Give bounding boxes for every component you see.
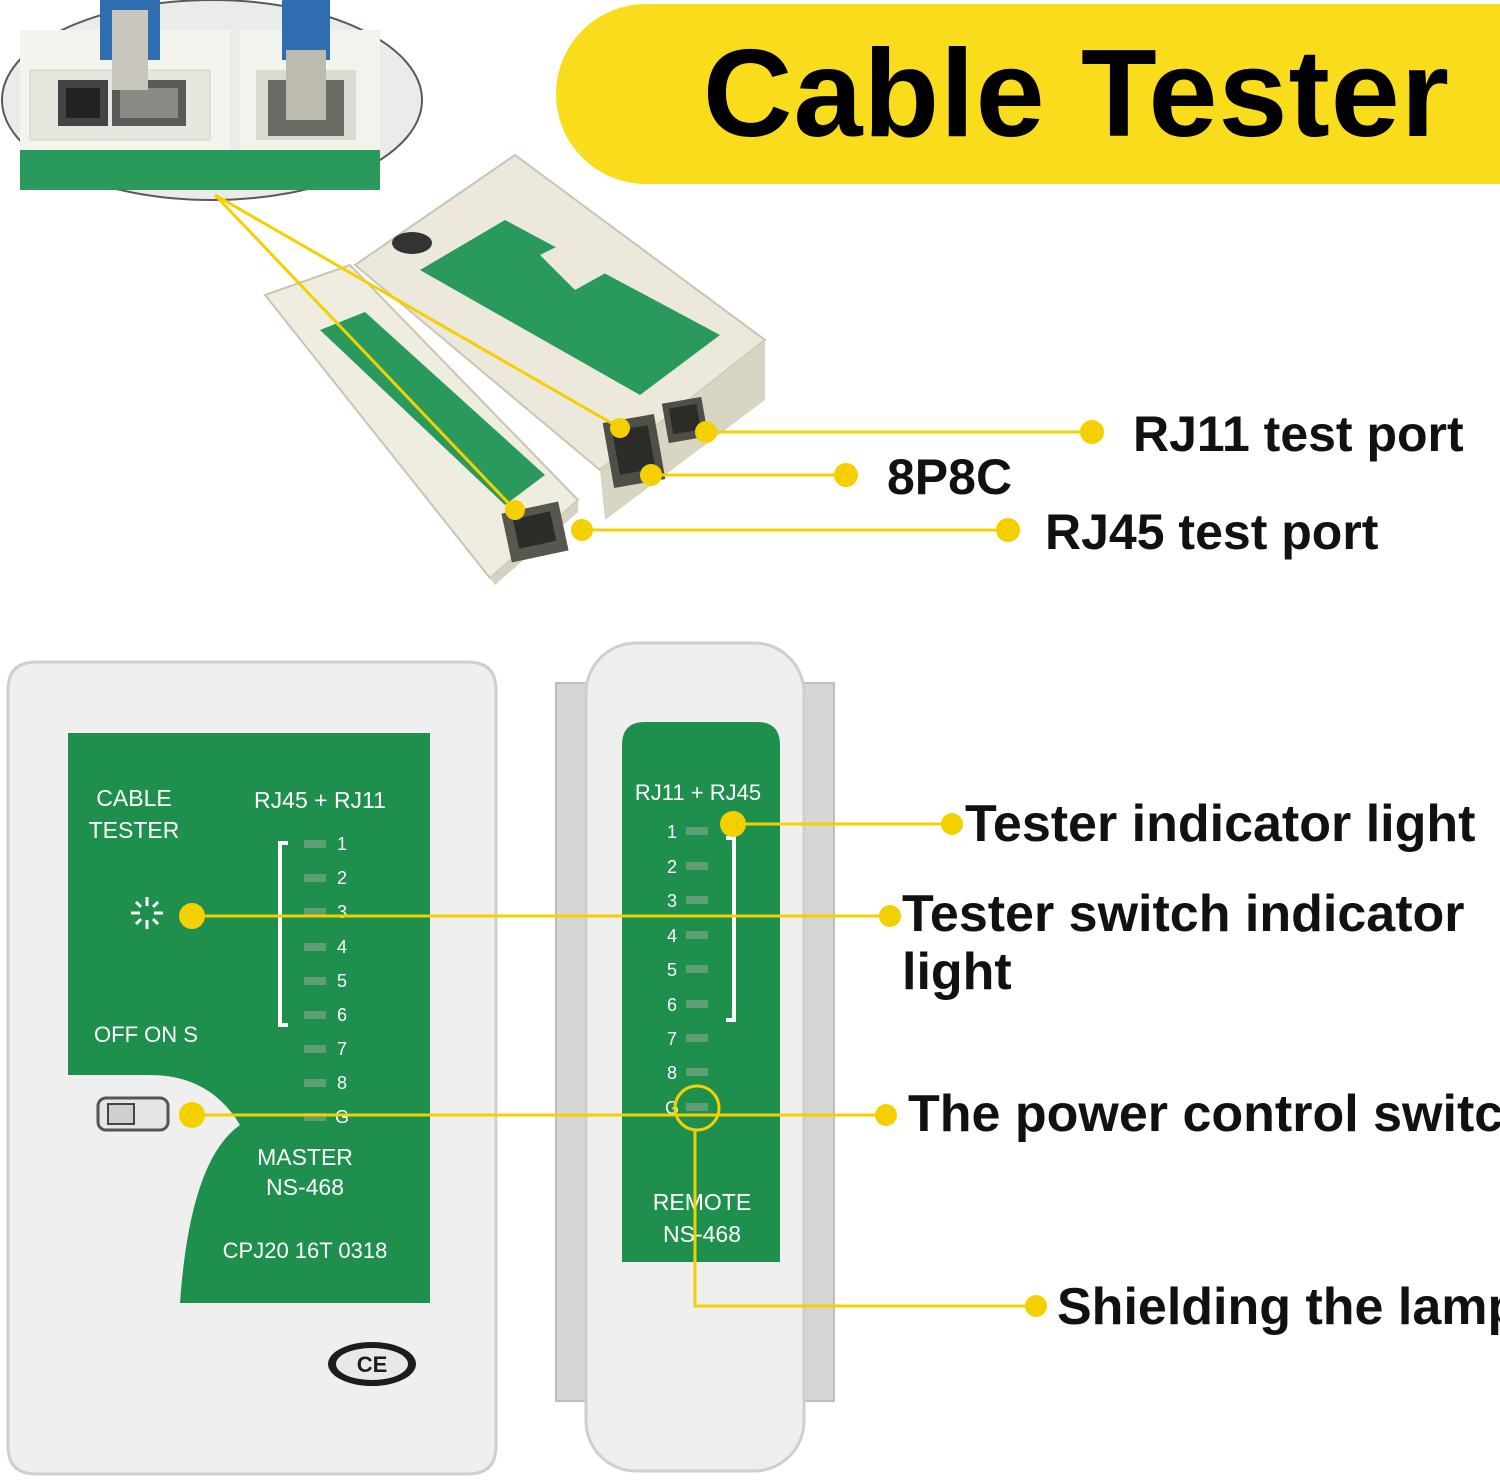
svg-text:1: 1 — [337, 834, 347, 854]
master-label-cable: CABLE — [96, 785, 171, 811]
ce-mark-text: CE — [357, 1352, 388, 1377]
remote-unit — [555, 641, 835, 1473]
port-closeup-inset — [1, 0, 423, 201]
tester-units-photo — [263, 153, 767, 585]
remote-port-label: RJ11 + RJ45 — [635, 780, 761, 805]
callout-shielding-lamp: Shielding the lamp — [1057, 1278, 1500, 1336]
remote-model-line2: NS-468 — [663, 1221, 741, 1247]
master-port-label: RJ45 + RJ11 — [254, 787, 386, 813]
master-unit — [6, 660, 498, 1476]
master-switch-label: OFF ON S — [94, 1022, 198, 1047]
callout-tester-indicator-light: Tester indicator light — [965, 795, 1476, 853]
top-callout-dots — [505, 418, 1104, 542]
svg-text:G: G — [335, 1107, 349, 1127]
svg-text:8: 8 — [667, 1063, 677, 1083]
svg-text:7: 7 — [667, 1029, 677, 1049]
svg-text:5: 5 — [337, 971, 347, 991]
callout-power-control-switch: The power control switch — [908, 1085, 1500, 1143]
page-title: Cable Tester — [702, 25, 1450, 163]
svg-text:4: 4 — [667, 926, 677, 946]
switch-indicator-led-icon — [131, 897, 163, 929]
svg-text:7: 7 — [337, 1039, 347, 1059]
master-label-tester: TESTER — [89, 817, 180, 843]
svg-text:6: 6 — [667, 995, 677, 1015]
callout-tester-switch-indicator-2: light — [902, 943, 1012, 1001]
remote-led-numbers: 1 2 3 4 5 6 7 8 G — [665, 822, 679, 1118]
callout-tester-switch-indicator-1: Tester switch indicator — [902, 885, 1465, 943]
remote-model-line1: REMOTE — [653, 1189, 751, 1215]
svg-text:6: 6 — [337, 1005, 347, 1025]
master-model-line2: NS-468 — [266, 1174, 344, 1200]
svg-text:3: 3 — [667, 891, 677, 911]
top-callout-lines — [213, 193, 1092, 532]
master-led-numbers: 1 2 3 4 5 6 7 8 G — [335, 834, 349, 1127]
svg-text:2: 2 — [337, 868, 347, 888]
callout-rj11-test-port: RJ11 test port — [1133, 406, 1464, 462]
callout-8p8c: 8P8C — [887, 449, 1013, 505]
callout-rj45-test-port: RJ45 test port — [1045, 504, 1379, 560]
svg-text:8: 8 — [337, 1073, 347, 1093]
svg-text:3: 3 — [337, 902, 347, 922]
master-model-line1: MASTER — [257, 1144, 353, 1170]
svg-text:1: 1 — [667, 822, 677, 842]
bottom-callout-lines — [192, 822, 1036, 1308]
master-serial: CPJ20 16T 0318 — [223, 1238, 388, 1263]
title-banner: Cable Tester — [556, 4, 1500, 184]
svg-text:2: 2 — [667, 857, 677, 877]
svg-text:4: 4 — [337, 937, 347, 957]
svg-text:5: 5 — [667, 960, 677, 980]
bottom-callout-dots — [179, 811, 1047, 1317]
